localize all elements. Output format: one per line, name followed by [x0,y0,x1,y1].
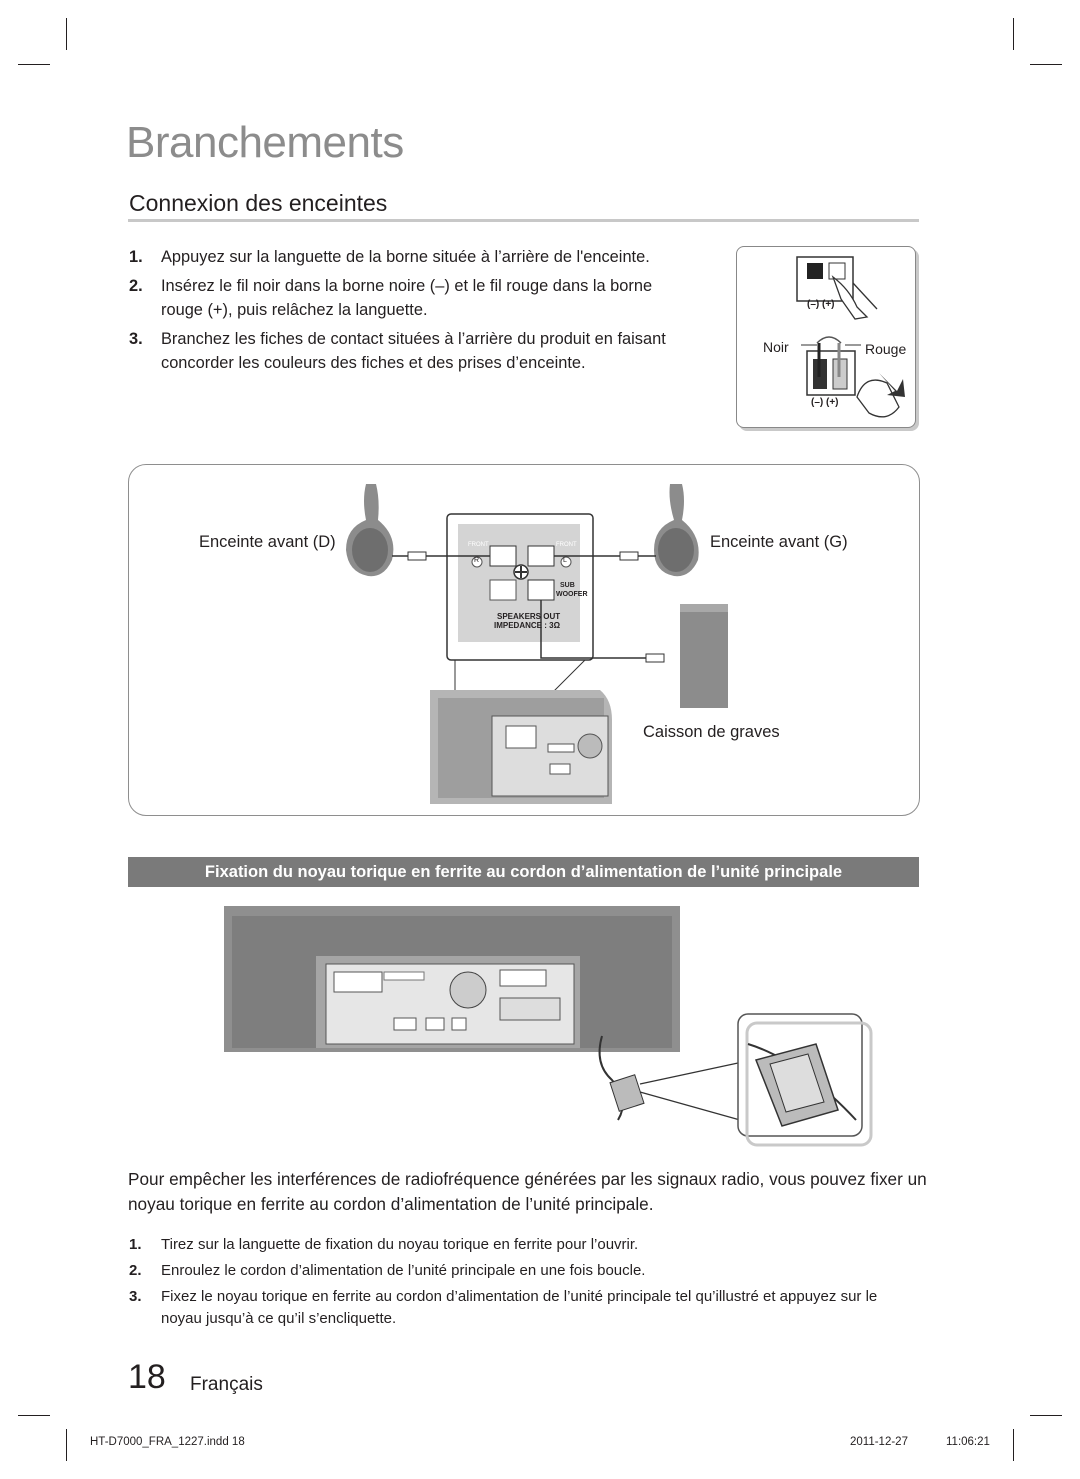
list-item: 1.Tirez sur la languette de fixation du … [129,1236,639,1253]
page-number: 18 [128,1358,166,1396]
crop-mark [18,64,50,65]
panel-front-l-label: FRONT [556,542,577,548]
list-item: 3.Branchez les fiches de contact situées… [129,330,666,372]
crop-mark [1030,1415,1062,1416]
crop-mark [66,1429,67,1461]
panel-front-r-label: FRONT [468,542,489,548]
front-left-speaker-icon [654,484,699,577]
ferrite-steps-list: 1.Tirez sur la languette de fixation du … [129,1234,919,1334]
wiring-drawing [346,484,728,804]
footer-file: HT-D7000_FRA_1227.indd 18 [90,1436,245,1448]
polarity-top: (–) (+) [807,299,835,310]
front-left-label: Enceinte avant (G) [710,533,848,551]
front-right-label: Enceinte avant (D) [199,533,336,551]
section-title: Connexion des enceintes [129,190,388,216]
list-item: 2.Enroulez le cordon d’alimentation de l… [129,1262,646,1279]
crop-mark [1013,1429,1014,1461]
ferrite-core-zoom-icon [737,1013,873,1147]
speaker-steps-list: 1.Appuyez sur la languette de la borne s… [129,245,689,380]
crop-mark [18,1415,50,1416]
polarity-bottom: (–) (+) [811,397,839,408]
footer-date: 2011-12-27 [850,1436,908,1448]
panel-speakers-out-label: SPEAKERS OUT [497,612,561,621]
subwoofer-icon [680,604,728,708]
panel-r-label: R [474,557,480,564]
section-divider [128,219,919,222]
list-item: 1.Appuyez sur la languette de la borne s… [129,248,650,266]
footer-time: 11:06:21 [946,1436,990,1448]
list-item: 3.Fixez le noyau torique en ferrite au c… [129,1288,878,1327]
chapter-title: Branchements [126,118,404,167]
page-language: Français [190,1374,263,1395]
label-red: Rouge [865,341,907,357]
terminal-illustration: (–) (+) Noir Rouge (–) (+) [736,246,916,428]
panel-impedance-label: IMPEDANCE : 3Ω [494,621,560,630]
panel-woofer-label: WOOFER [556,591,588,598]
front-right-speaker-icon [346,484,394,577]
main-unit-rear-icon [430,690,612,804]
subwoofer-label: Caisson de graves [643,723,780,741]
crop-mark [66,18,67,50]
crop-mark [1013,18,1014,50]
panel-l-label: L [563,557,567,564]
list-item: 2.Insérez le fil noir dans la borne noir… [129,277,653,319]
terminal-drawing [796,256,905,418]
ferrite-intro: Pour empêcher les interférences de radio… [128,1169,927,1214]
ferrite-drawing [224,906,873,1147]
crop-mark [1030,64,1062,65]
panel-sub-label: SUB [560,582,575,589]
main-unit-back-icon [224,906,680,1052]
ferrite-heading: Fixation du noyau torique en ferrite au … [128,857,919,887]
label-black: Noir [763,339,789,355]
